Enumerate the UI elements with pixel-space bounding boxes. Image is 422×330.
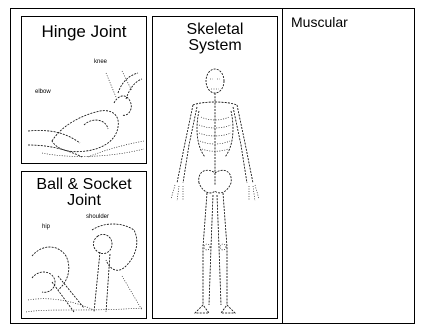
muscular-title: Muscular (291, 14, 348, 30)
hinge-joint-title: Hinge Joint (22, 23, 146, 41)
skeletal-system-panel: Skeletal System (152, 16, 278, 319)
skeletal-title-line1: Skeletal (153, 22, 277, 38)
ball-socket-joint-illustration (22, 216, 146, 316)
skeletal-title-line2: System (153, 38, 277, 54)
ball-socket-joint-panel: Ball & Socket Joint shoulder hip (21, 171, 147, 319)
skeleton-illustration (153, 59, 277, 319)
worksheet: Hinge Joint knee elbow Ball & Socket Joi… (10, 8, 415, 324)
ball-socket-title-line1: Ball & Socket (22, 177, 146, 193)
ball-socket-title-line2: Joint (22, 193, 146, 209)
hinge-joint-panel: Hinge Joint knee elbow (21, 16, 147, 164)
hinge-joint-illustration (22, 53, 146, 163)
column-divider (282, 9, 283, 323)
